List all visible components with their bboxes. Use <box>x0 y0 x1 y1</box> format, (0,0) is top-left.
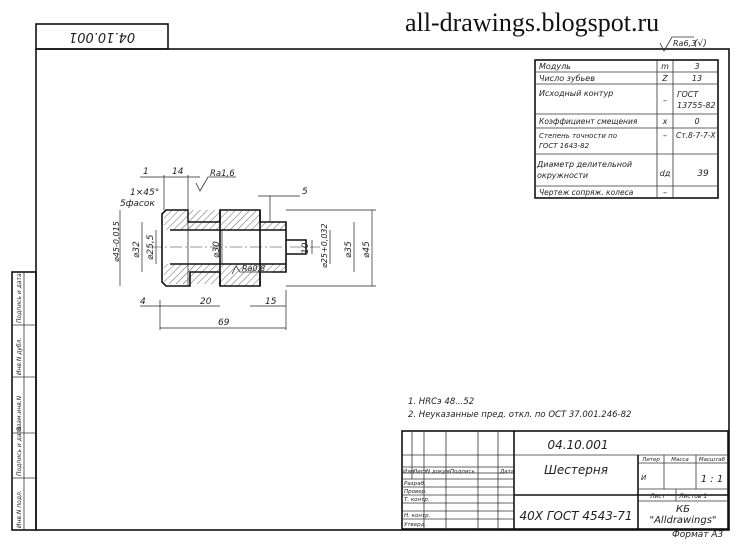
svg-text:КБ: КБ <box>676 504 690 515</box>
svg-text:Ст.8-7-7-Х: Ст.8-7-7-Х <box>676 131 716 140</box>
svg-text:Лист: Лист <box>412 469 428 475</box>
svg-text:Изм: Изм <box>403 469 414 475</box>
svg-text:–: – <box>663 188 667 197</box>
svg-text:окружности: окружности <box>537 171 588 180</box>
svg-text:Коэффициент смещения: Коэффициент смещения <box>539 117 638 126</box>
svg-text:ГОСТ 1643-82: ГОСТ 1643-82 <box>539 142 590 150</box>
org-name: "Alldrawings" <box>649 515 716 526</box>
svg-text:(√): (√) <box>694 38 707 49</box>
svg-text:Масштаб: Масштаб <box>699 457 726 463</box>
title-block: 04.10.001 Шестерня 40Х ГОСТ 4543-71 Изм … <box>401 430 729 540</box>
svg-text:Чертеж сопряж. колеса: Чертеж сопряж. колеса <box>539 188 634 197</box>
svg-text:Дата: Дата <box>499 469 515 475</box>
svg-text:Подпись и дата: Подпись и дата <box>16 273 23 323</box>
svg-text:Диаметр делительной: Диаметр делительной <box>536 160 632 169</box>
side-stamp: Инв.N подл. Подпись и дата Взам.инв.N Ин… <box>11 271 37 531</box>
svg-text:39: 39 <box>697 169 709 179</box>
svg-text:Масса: Масса <box>671 457 689 463</box>
doc-code: 04.10.001 <box>547 438 608 452</box>
dim-chamfer-count: 5фасок <box>120 199 155 209</box>
general-roughness: Ra6,3 (√) <box>659 36 707 52</box>
format-label: Формат А3 <box>672 530 724 540</box>
note-2: 2. Неуказанные пред. откл. по ОСТ 37.001… <box>408 410 631 420</box>
top-stamp-box <box>35 23 169 50</box>
part-drawing: 1 14 Ra1,6 1×45° 5фасок 5 ⌀45-0,015 ⌀32 … <box>112 167 376 330</box>
svg-text:3: 3 <box>694 62 699 71</box>
material: 40Х ГОСТ 4543-71 <box>519 509 632 523</box>
svg-text:dд: dд <box>660 169 671 178</box>
svg-text:Утверд.: Утверд. <box>404 522 426 528</box>
svg-text:0: 0 <box>694 117 699 126</box>
dim-69: 69 <box>218 318 230 328</box>
scale-value: 1 : 1 <box>701 474 723 485</box>
svg-text:Т. контр.: Т. контр. <box>404 497 430 503</box>
svg-text:x: x <box>662 117 668 126</box>
svg-text:Листов 1: Листов 1 <box>678 493 707 500</box>
dim-dia45-tol: ⌀45-0,015 <box>112 221 121 262</box>
svg-text:Исходный контур: Исходный контур <box>539 89 613 98</box>
dim-dia25-tol: ⌀25+0,032 <box>320 223 329 268</box>
dim-1: 1 <box>143 167 149 177</box>
dim-dia35: ⌀35 <box>344 241 354 258</box>
svg-text:Инв.N подл.: Инв.N подл. <box>16 490 23 528</box>
top-stamp-text: 04.10.001 <box>69 29 135 44</box>
part-name: Шестерня <box>544 463 608 477</box>
svg-text:Ra6,3: Ra6,3 <box>673 39 696 48</box>
svg-text:И: И <box>641 474 647 482</box>
dim-dia30: ⌀30 <box>212 241 222 258</box>
svg-text:–: – <box>663 96 667 105</box>
dim-5: 5 <box>302 187 308 197</box>
dim-10: 10 <box>301 242 311 254</box>
svg-text:13755-82: 13755-82 <box>677 101 716 110</box>
svg-text:N докум.: N докум. <box>426 469 452 475</box>
svg-text:m: m <box>661 62 669 71</box>
svg-text:Разраб.: Разраб. <box>404 481 426 487</box>
svg-text:–: – <box>663 131 667 140</box>
watermark: all-drawings.blogspot.ru <box>405 8 659 37</box>
svg-text:Степень точности по: Степень точности по <box>539 132 617 140</box>
dim-20: 20 <box>200 297 212 307</box>
dim-14: 14 <box>172 167 184 177</box>
svg-text:Подпись: Подпись <box>450 469 475 475</box>
svg-text:Взам.инв.N: Взам.инв.N <box>16 395 23 431</box>
svg-text:Число зубьев: Число зубьев <box>539 74 595 83</box>
dim-dia25-5: ⌀25,5 <box>146 234 156 260</box>
roughness-ra16: Ra1,6 <box>210 169 235 179</box>
svg-text:ГОСТ: ГОСТ <box>677 90 699 99</box>
dim-15: 15 <box>265 297 277 307</box>
roughness-ra08: Ra0,8 <box>242 264 265 273</box>
param-name: Модуль <box>539 62 571 71</box>
dim-dia45: ⌀45 <box>362 241 372 258</box>
svg-text:Инв.N дубл.: Инв.N дубл. <box>16 338 23 375</box>
svg-text:Провер.: Провер. <box>404 489 427 495</box>
params-table: Модуль m 3 Число зубьев Z 13 Исходный ко… <box>534 59 719 199</box>
svg-text:Литер: Литер <box>641 457 660 463</box>
dim-chamfer: 1×45° <box>130 188 159 198</box>
dim-dia32: ⌀32 <box>132 241 142 258</box>
svg-text:Подпись и дата: Подпись и дата <box>16 426 23 476</box>
svg-text:Лист: Лист <box>649 493 666 500</box>
svg-text:13: 13 <box>692 74 702 83</box>
note-1: 1. HRCэ 48...52 <box>408 397 474 407</box>
dim-4: 4 <box>140 297 146 307</box>
svg-text:Н. контр.: Н. контр. <box>404 513 431 519</box>
svg-text:Z: Z <box>661 74 668 83</box>
